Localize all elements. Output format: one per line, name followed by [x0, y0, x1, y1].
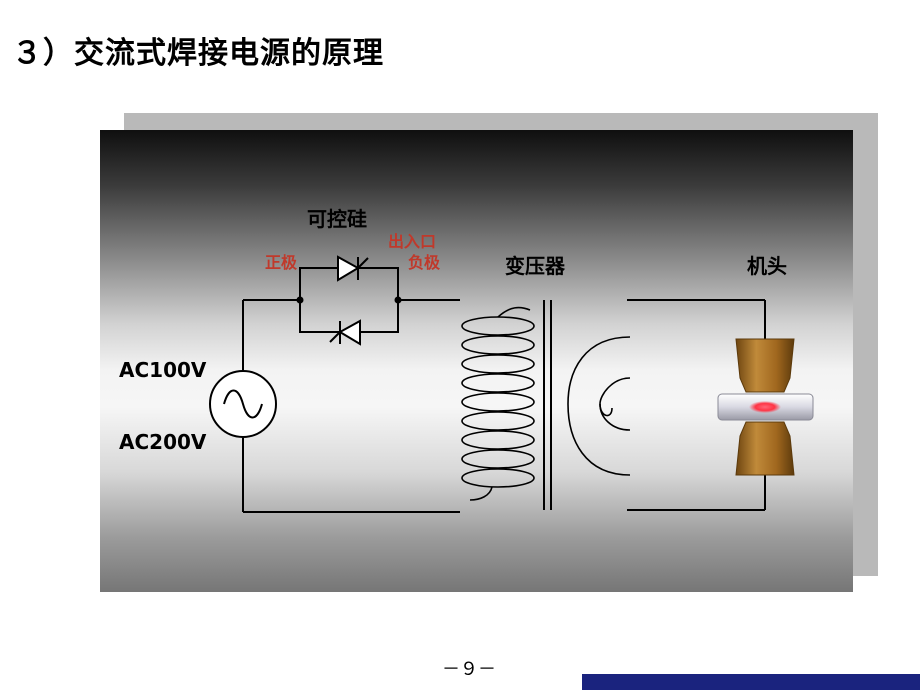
- page-title: ３）交流式焊接电源的原理: [12, 36, 384, 71]
- page-number: －９－: [442, 659, 496, 680]
- weld-spot: [749, 401, 781, 413]
- primary-wiring: [242, 299, 460, 513]
- ac-source-symbol: [209, 370, 277, 438]
- scr-node-left: [296, 296, 304, 304]
- ac100-label: AC100V: [119, 358, 207, 382]
- anode-label: 正极: [265, 253, 298, 272]
- welding-head: [717, 338, 814, 476]
- ac200-label: AC200V: [119, 430, 207, 454]
- primary-coil: [461, 306, 535, 501]
- output-label: 出入口: [388, 232, 437, 251]
- scr-pair: [299, 255, 399, 346]
- transformer-label: 变压器: [505, 254, 565, 278]
- transformer-core: [543, 300, 552, 510]
- footer-bar: [582, 674, 920, 690]
- welding-head-label: 机头: [747, 254, 787, 278]
- scr-node-right: [394, 296, 402, 304]
- diagram-panel: [100, 130, 853, 592]
- secondary-wiring: [627, 299, 766, 511]
- secondary-coil: [567, 336, 631, 476]
- cathode-label: 负极: [408, 253, 441, 272]
- scr-label: 可控硅: [307, 207, 367, 231]
